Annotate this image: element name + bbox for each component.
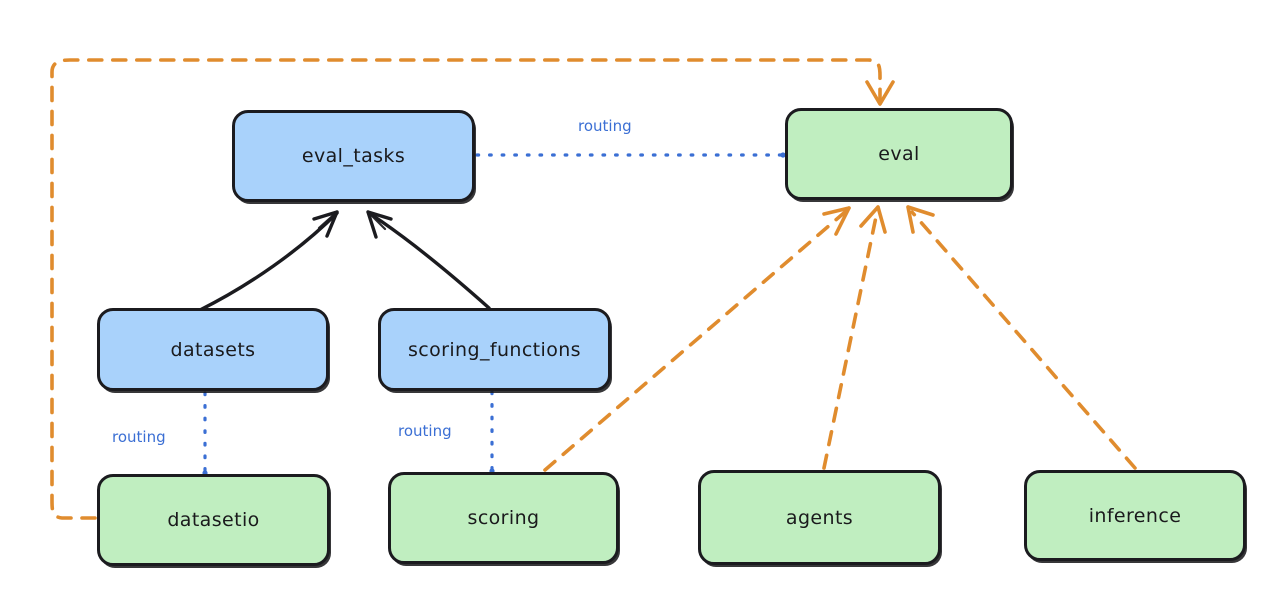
node-datasets[interactable]: datasets <box>97 308 329 391</box>
node-scoring[interactable]: scoring <box>388 472 619 564</box>
node-agents[interactable]: agents <box>698 470 941 565</box>
node-eval-tasks[interactable]: eval_tasks <box>232 110 475 202</box>
node-label-eval-tasks: eval_tasks <box>301 145 406 167</box>
edge-agents-to-eval <box>822 205 887 470</box>
node-label-datasets: datasets <box>170 338 256 361</box>
edge-datasetio-to-eval <box>50 58 895 520</box>
edge-scoring-to-eval <box>543 206 851 472</box>
node-label-scoring: scoring <box>467 507 540 529</box>
edge-datasets-to-datasetio <box>202 391 208 476</box>
node-label-scoring-functions: scoring_functions <box>408 338 581 361</box>
edge-scoring-functions-to-eval-tasks <box>366 210 491 310</box>
edge-label-routing-eval-tasks: routing <box>578 117 632 135</box>
edge-inference-to-eval <box>906 205 1137 470</box>
edge-label-routing-scoring: routing <box>398 422 452 440</box>
node-label-eval: eval <box>878 143 920 165</box>
edge-label-routing-datasets: routing <box>112 428 166 446</box>
node-label-inference: inference <box>1088 504 1182 527</box>
node-label-agents: agents <box>785 506 854 529</box>
node-datasetio[interactable]: datasetio <box>97 474 330 566</box>
node-eval[interactable]: eval <box>785 108 1013 200</box>
node-scoring-functions[interactable]: scoring_functions <box>378 308 611 391</box>
edge-datasets-to-eval-tasks <box>198 210 339 312</box>
edge-eval-tasks-to-eval <box>475 152 786 158</box>
node-label-datasetio: datasetio <box>167 509 260 531</box>
edge-scoring-functions-to-scoring <box>489 390 495 474</box>
node-inference[interactable]: inference <box>1024 470 1246 561</box>
